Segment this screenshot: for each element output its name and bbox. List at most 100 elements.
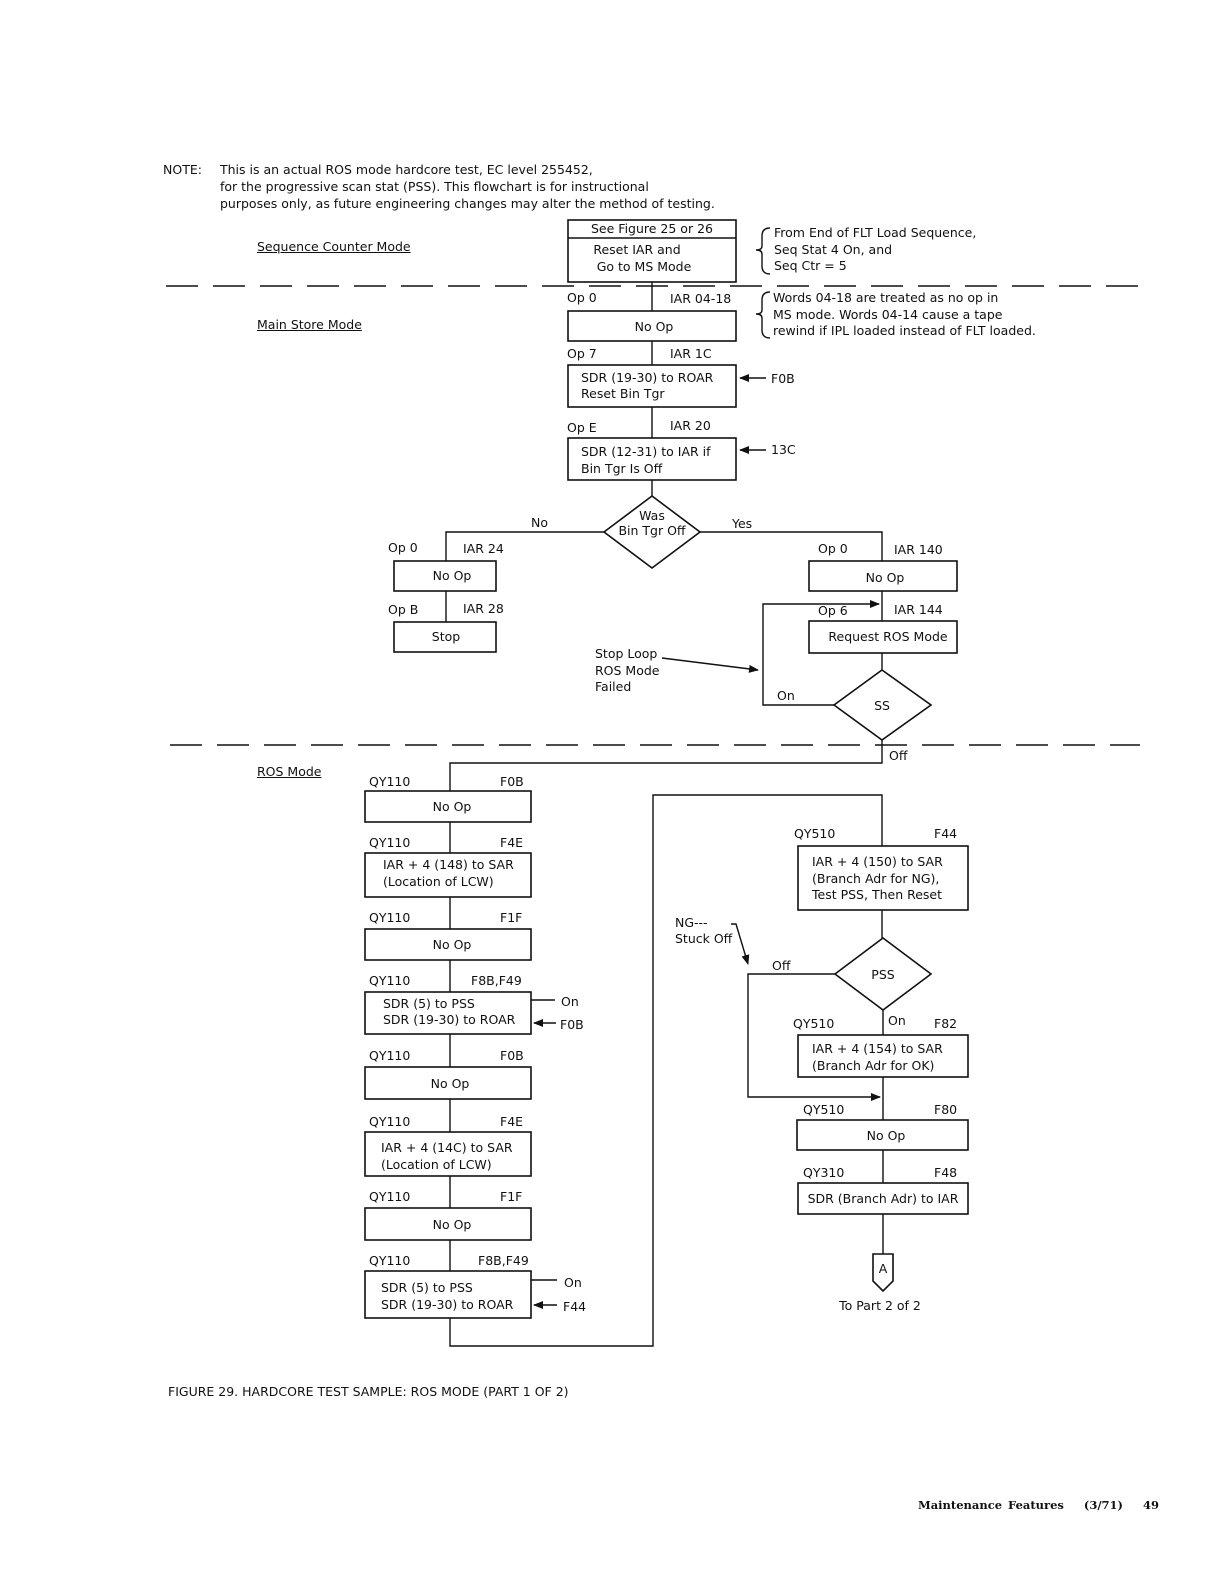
- ros-l8-on: On: [564, 1275, 582, 1290]
- left-op0-label: Op 0: [388, 540, 418, 555]
- ros-l4-line-1: SDR (5) to PSS: [383, 996, 475, 1011]
- section-ros-mode: ROS Mode: [257, 764, 322, 779]
- note-block: NOTE: This is an actual ROS mode hardcore…: [163, 161, 715, 212]
- right-op0-label: Op 0: [818, 541, 848, 556]
- ros-l1-f: F0B: [500, 774, 524, 789]
- footer-page: 49: [1142, 1498, 1159, 1512]
- note-label: NOTE:: [163, 162, 202, 177]
- ng-line-2: Stuck Off: [675, 931, 733, 946]
- sdr2-line-2: Bin Tgr Is Off: [581, 461, 663, 476]
- ros-l5-text: No Op: [431, 1076, 470, 1091]
- ros-l7-qy: QY110: [369, 1189, 410, 1204]
- figure-caption: FIGURE 29. HARDCORE TEST SAMPLE: ROS MOD…: [168, 1384, 569, 1399]
- ros-r1-qy: QY510: [794, 826, 835, 841]
- ros-l5-qy: QY110: [369, 1048, 410, 1063]
- right-noop-text: No Op: [866, 570, 905, 585]
- ros-right-column: QY510 F44 IAR + 4 (150) to SAR (Branch A…: [675, 826, 969, 1313]
- page-footer: Maintenance Features (3/71) 49: [918, 1498, 1159, 1512]
- ros-r1-line-3: Test PSS, Then Reset: [811, 887, 942, 902]
- stoploop-line-1: Stop Loop: [595, 646, 657, 661]
- ros-l6-qy: QY110: [369, 1114, 410, 1129]
- ros-l2-line-1: IAR + 4 (148) to SAR: [383, 857, 514, 872]
- brace-2: [755, 291, 771, 339]
- ros-l8-out: F44: [563, 1299, 586, 1314]
- footer-date: (3/71): [1083, 1498, 1123, 1512]
- pss-text: PSS: [871, 967, 894, 982]
- ros-l4-f: F8B,F49: [471, 973, 522, 988]
- ros-l6-line-1: IAR + 4 (14C) to SAR: [381, 1140, 513, 1155]
- op0-label: Op 0: [567, 290, 597, 305]
- note-line-1: This is an actual ROS mode hardcore test…: [220, 162, 593, 177]
- ros-left-to-right-connector: [449, 794, 883, 1347]
- ros-l2-box: [364, 852, 532, 898]
- reset-text-1: Reset IAR and: [593, 242, 680, 257]
- ros-r4-text: SDR (Branch Adr) to IAR: [808, 1191, 959, 1206]
- left-noop-text: No Op: [433, 568, 472, 583]
- ros-r4-qy: QY310: [803, 1165, 844, 1180]
- stoploop-line-3: Failed: [595, 679, 631, 694]
- ros-r2-qy: QY510: [793, 1016, 834, 1031]
- ros-l7-text: No Op: [433, 1217, 472, 1232]
- iar-24-label: IAR 24: [463, 541, 504, 556]
- section-sequence-counter-mode: Sequence Counter Mode: [257, 239, 411, 254]
- ss-text: SS: [874, 698, 890, 713]
- section-main-store-mode: Main Store Mode: [257, 317, 362, 332]
- ros-l6-box: [364, 1131, 532, 1177]
- note-line-3: purposes only, as future engineering cha…: [220, 196, 715, 211]
- was-bin-tgr-off-diamond: [602, 495, 702, 569]
- ros-l8-line-1: SDR (5) to PSS: [381, 1280, 473, 1295]
- iar-1c-label: IAR 1C: [670, 346, 712, 361]
- was-text-1: Was: [639, 508, 665, 523]
- iar-144-label: IAR 144: [894, 602, 943, 617]
- footer-title: Maintenance Features: [918, 1498, 1064, 1512]
- ros-r2-f: F82: [934, 1016, 957, 1031]
- ros-l3-qy: QY110: [369, 910, 410, 925]
- ros-l4-qy: QY110: [369, 973, 410, 988]
- op7-label: Op 7: [567, 346, 597, 361]
- pss-off-label: Off: [772, 958, 791, 973]
- 13c-entry-label: 13C: [771, 442, 796, 457]
- ros-l8-f: F8B,F49: [478, 1253, 529, 1268]
- request-ros-text: Request ROS Mode: [828, 629, 948, 644]
- sdr1-line-2: Reset Bin Tgr: [581, 386, 665, 401]
- brace1-line-1: From End of FLT Load Sequence,: [774, 225, 976, 240]
- reset-text-2: Go to MS Mode: [597, 259, 692, 274]
- ros-r1-line-2: (Branch Adr for NG),: [812, 871, 939, 886]
- stop-box: [393, 621, 497, 653]
- ros-l5-box: [364, 1066, 532, 1100]
- brace-1: [755, 227, 771, 275]
- connector-a-text: A: [879, 1261, 888, 1276]
- ros-l4-on: On: [561, 994, 579, 1009]
- sdr2-line-1: SDR (12-31) to IAR if: [581, 444, 711, 459]
- brace2-line-3: rewind if IPL loaded instead of FLT load…: [773, 323, 1036, 338]
- ros-r1-box: [797, 845, 969, 911]
- ros-l2-line-2: (Location of LCW): [383, 874, 494, 889]
- to-part-2-text: To Part 2 of 2: [838, 1298, 921, 1313]
- ros-l2-f: F4E: [500, 835, 523, 850]
- ros-r2-line-1: IAR + 4 (154) to SAR: [812, 1041, 943, 1056]
- was-text-2: Bin Tgr Off: [618, 523, 685, 538]
- ros-l3-f: F1F: [500, 910, 522, 925]
- ros-l1-text: No Op: [433, 799, 472, 814]
- fig-ref-text: See Figure 25 or 26: [591, 221, 713, 236]
- ros-l4-box: [364, 991, 532, 1035]
- iar-20-label: IAR 20: [670, 418, 711, 433]
- ros-r1-f: F44: [934, 826, 957, 841]
- ros-r1-line-1: IAR + 4 (150) to SAR: [812, 854, 943, 869]
- ros-l5-f: F0B: [500, 1048, 524, 1063]
- ss-off-label: Off: [889, 748, 908, 763]
- sdr1-line-1: SDR (19-30) to ROAR: [581, 370, 714, 385]
- brace2-line-2: MS mode. Words 04-14 cause a tape: [773, 307, 1003, 322]
- main-noop-text: No Op: [635, 319, 674, 334]
- ros-l6-line-2: (Location of LCW): [381, 1157, 492, 1172]
- ros-r3-f: F80: [934, 1102, 957, 1117]
- ros-l4-out: F0B: [560, 1017, 584, 1032]
- ng-line-1: NG---: [675, 915, 708, 930]
- right-noop-box: [808, 560, 958, 592]
- ros-l8-line-2: SDR (19-30) to ROAR: [381, 1297, 514, 1312]
- offpage-connector-a: [872, 1253, 894, 1293]
- ope-label: Op E: [567, 420, 597, 435]
- brace1-line-2: Seq Stat 4 On, and: [774, 242, 892, 257]
- iar-140-label: IAR 140: [894, 542, 943, 557]
